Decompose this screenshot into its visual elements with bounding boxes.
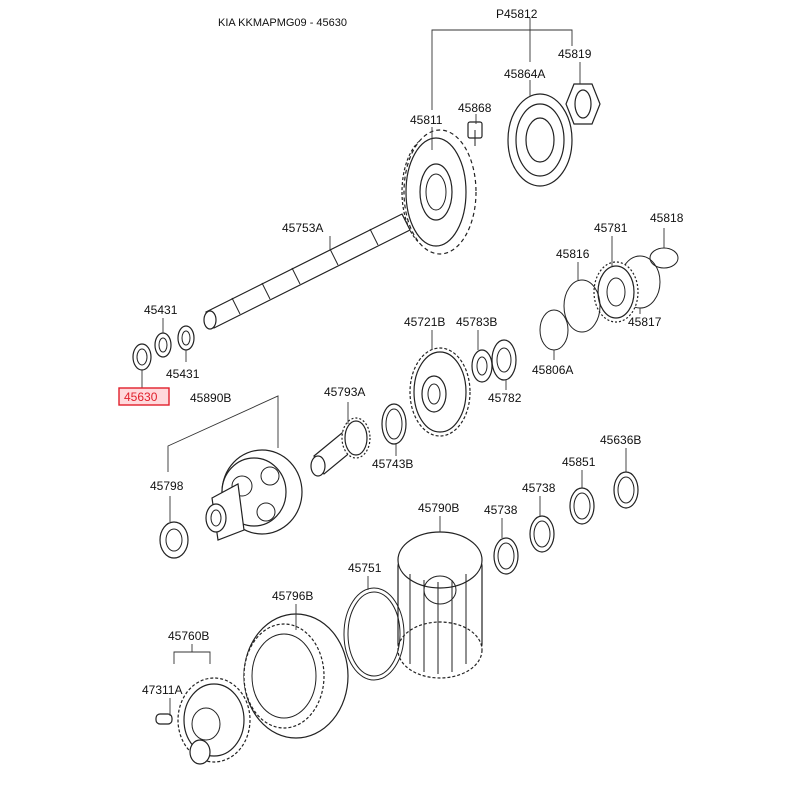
highlight-45630 <box>118 387 170 406</box>
label-45636b[interactable]: 45636B <box>600 433 641 447</box>
washer-45782[interactable] <box>491 339 517 381</box>
label-45781[interactable]: 45781 <box>594 221 628 235</box>
label-45743b[interactable]: 45743B <box>372 457 413 471</box>
synchronizer-hub-45781[interactable] <box>593 261 639 323</box>
label-45431-upper[interactable]: 45431 <box>144 303 178 317</box>
label-45819[interactable]: 45819 <box>558 47 592 61</box>
shaft-45753a[interactable] <box>203 213 411 330</box>
bearing-45864a[interactable] <box>507 93 573 187</box>
label-45753a[interactable]: 45753A <box>282 221 323 235</box>
label-45721b[interactable]: 45721B <box>404 315 445 329</box>
label-45796b[interactable]: 45796B <box>272 589 313 603</box>
label-45806a[interactable]: 45806A <box>532 363 573 377</box>
label-45793a[interactable]: 45793A <box>324 385 365 399</box>
washer-45431-lower[interactable] <box>177 325 195 351</box>
diagram-title: KIA KKMAPMG09 - 45630 <box>218 17 347 29</box>
label-45798[interactable]: 45798 <box>150 479 184 493</box>
label-45864a[interactable]: 45864A <box>504 67 545 81</box>
leader-p45812-group <box>431 18 573 110</box>
washer-45851[interactable] <box>569 487 595 525</box>
snap-ring-45818[interactable] <box>649 247 679 269</box>
ring-45816[interactable] <box>563 279 601 333</box>
washer-45783b[interactable] <box>471 349 493 383</box>
planet-carrier-45760b[interactable] <box>177 677 251 765</box>
washer-45738-upper[interactable] <box>529 515 555 553</box>
label-45890b[interactable]: 45890B <box>190 391 231 405</box>
ring-gear-45796b[interactable] <box>243 613 349 739</box>
pin-47311a[interactable] <box>155 713 173 725</box>
label-45818[interactable]: 45818 <box>650 211 684 225</box>
leader-45890b-group <box>167 395 279 472</box>
ring-45806a[interactable] <box>539 309 569 351</box>
output-gear-45811[interactable] <box>401 129 477 255</box>
label-45738-lower[interactable]: 45738 <box>484 503 518 517</box>
label-p45812[interactable]: P45812 <box>496 7 538 21</box>
label-45811[interactable]: 45811 <box>410 113 443 127</box>
ring-45743b[interactable] <box>381 403 407 445</box>
label-45868[interactable]: 45868 <box>458 101 492 115</box>
lock-nut-45819[interactable] <box>565 83 601 125</box>
washer-45738-lower[interactable] <box>493 537 519 575</box>
label-45816[interactable]: 45816 <box>556 247 590 261</box>
label-45751[interactable]: 45751 <box>348 561 382 575</box>
part-labels: P45812 45819 45864A 45868 45811 45753A 4… <box>118 7 684 697</box>
leader-45760b-group <box>173 644 211 664</box>
label-45783b[interactable]: 45783B <box>456 315 497 329</box>
label-45760b[interactable]: 45760B <box>168 629 209 643</box>
gear-45721b[interactable] <box>409 347 471 437</box>
label-45431-lower[interactable]: 45431 <box>166 367 200 381</box>
washer-45636b[interactable] <box>613 471 639 509</box>
label-45851[interactable]: 45851 <box>562 455 596 469</box>
planet-carrier-45890b[interactable] <box>205 449 303 541</box>
label-45790b[interactable]: 45790B <box>418 501 459 515</box>
snap-ring-45751[interactable] <box>343 587 405 681</box>
label-45817[interactable]: 45817 <box>628 315 662 329</box>
washer-45630[interactable] <box>132 343 152 371</box>
label-45782[interactable]: 45782 <box>488 391 522 405</box>
bolt-45868[interactable] <box>467 121 483 146</box>
thrust-washer-45798[interactable] <box>159 521 189 559</box>
sun-gear-45793a[interactable] <box>310 417 371 477</box>
washer-45431-upper[interactable] <box>154 332 172 358</box>
clutch-drum-45790b[interactable] <box>397 531 483 679</box>
label-45630[interactable]: 45630 <box>124 390 158 404</box>
label-45738-upper[interactable]: 45738 <box>522 481 556 495</box>
label-47311a[interactable]: 47311A <box>142 683 182 697</box>
